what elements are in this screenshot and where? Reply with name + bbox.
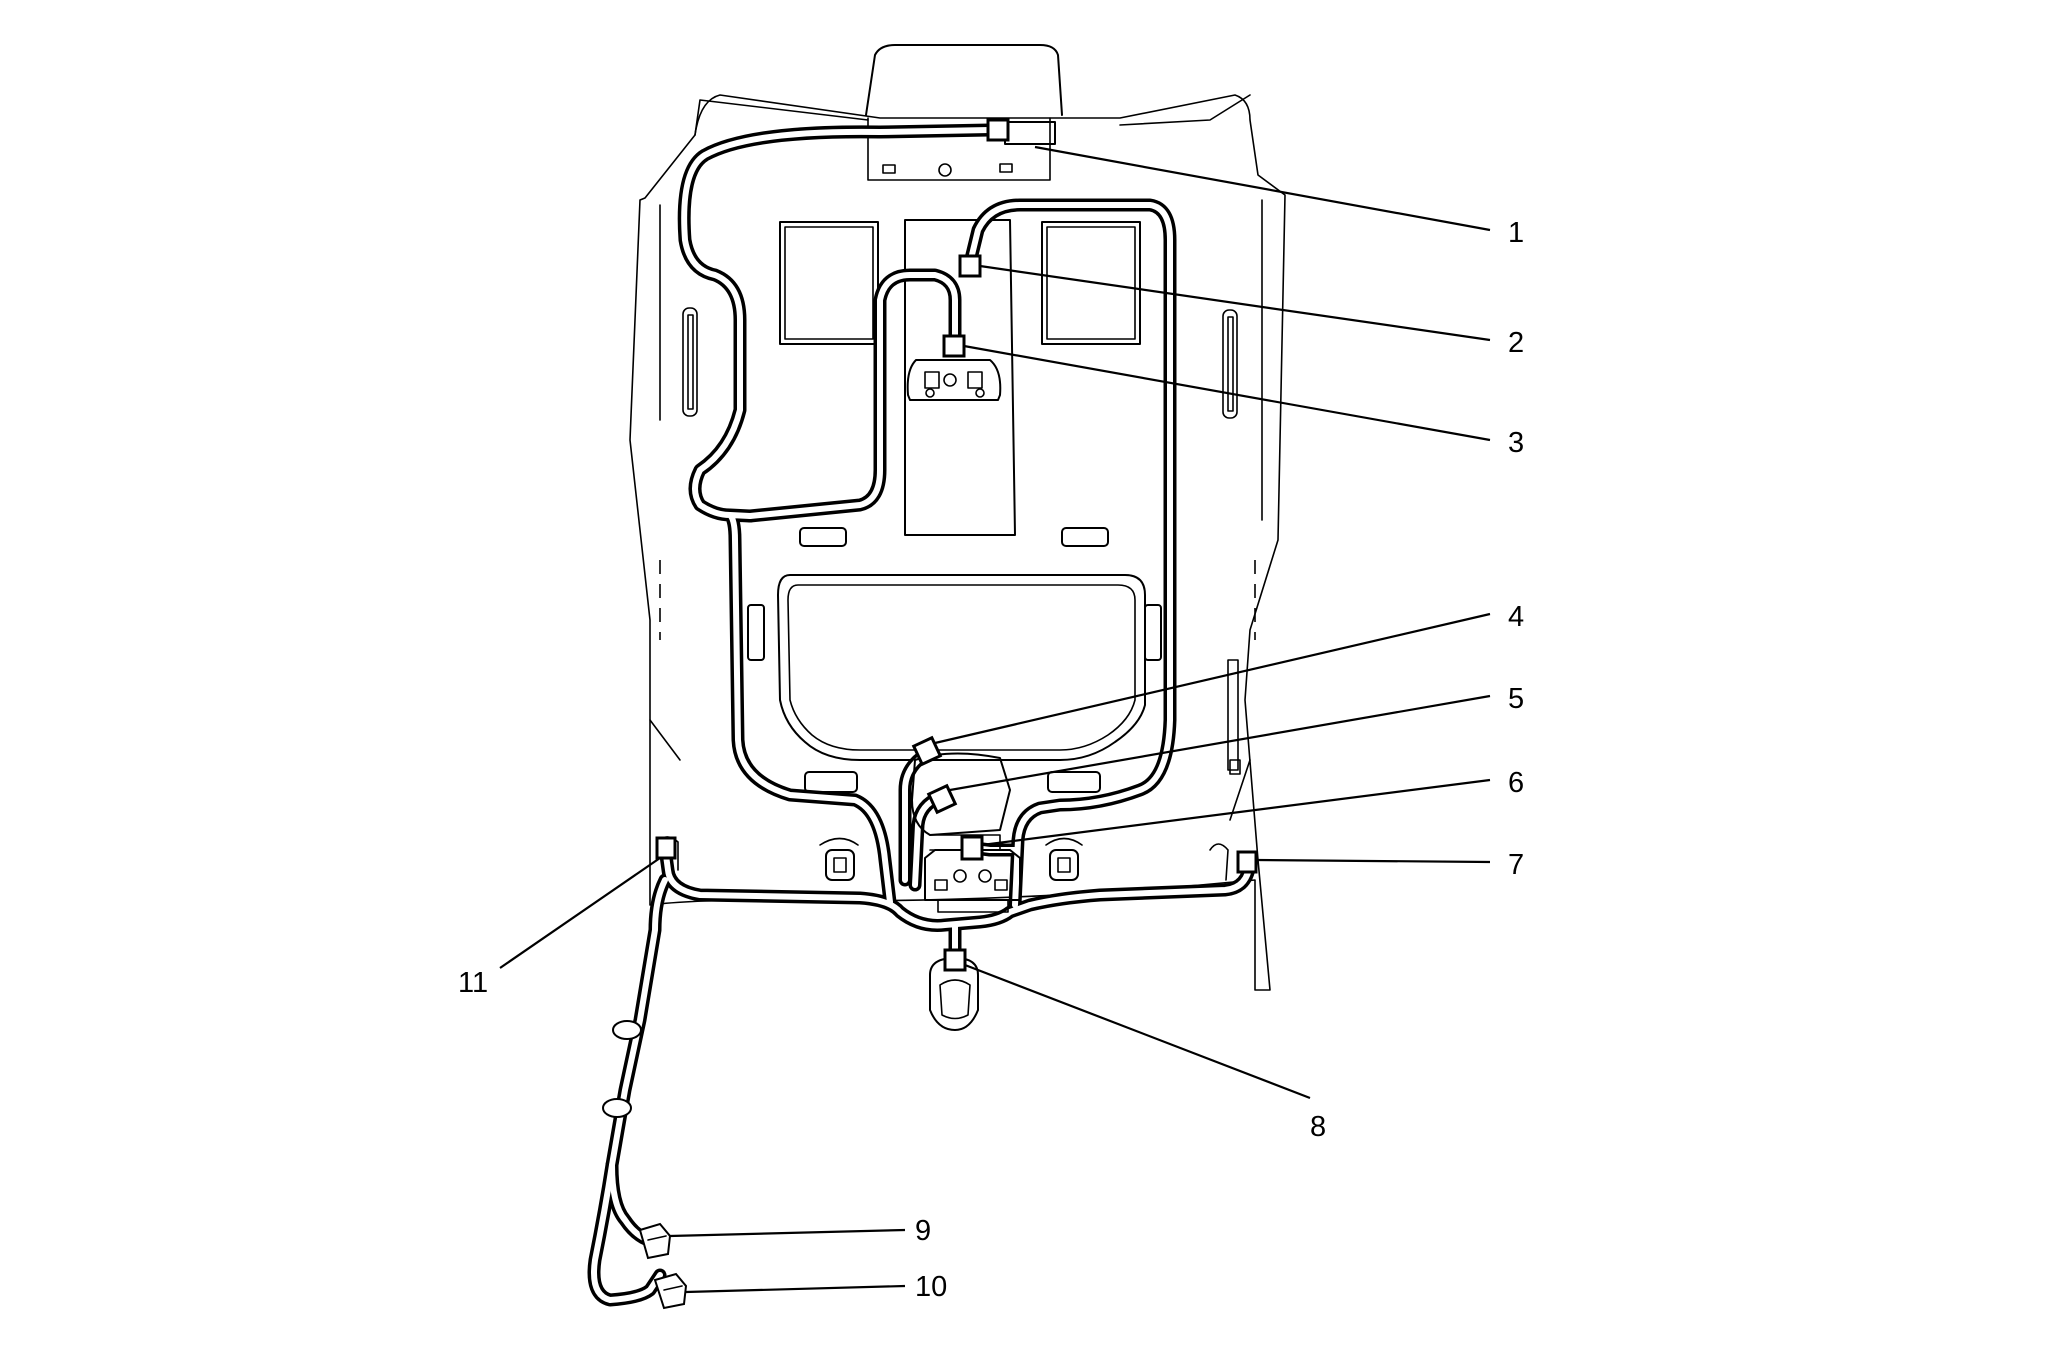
wiring-harness	[587, 123, 1257, 1307]
callout-9: 9	[915, 1215, 931, 1247]
connectors	[655, 118, 1258, 972]
connector-11	[655, 836, 677, 860]
connector-3	[942, 334, 966, 358]
callout-1: 1	[1508, 217, 1524, 249]
components	[638, 121, 1056, 1310]
connector-6	[960, 835, 984, 861]
connector-4	[911, 735, 943, 767]
connector-5	[926, 783, 958, 815]
callout-10: 10	[915, 1271, 947, 1303]
callout-8: 8	[1310, 1111, 1326, 1143]
connector-1	[986, 118, 1010, 142]
leader-lines	[499, 145, 1491, 1294]
connector-7	[1236, 850, 1258, 874]
headliner-outline	[629, 44, 1286, 991]
callout-11: 11	[458, 967, 488, 999]
callout-6: 6	[1508, 767, 1524, 799]
callout-5: 5	[1508, 683, 1524, 715]
connector-8	[943, 948, 967, 972]
callout-4: 4	[1508, 601, 1524, 633]
connector-2	[958, 254, 982, 278]
callout-2: 2	[1508, 327, 1524, 359]
callout-7: 7	[1508, 849, 1524, 881]
callout-labels: 1 2 3 4 5 6 7 8 9 10 11	[458, 217, 1524, 1303]
callout-3: 3	[1508, 427, 1524, 459]
